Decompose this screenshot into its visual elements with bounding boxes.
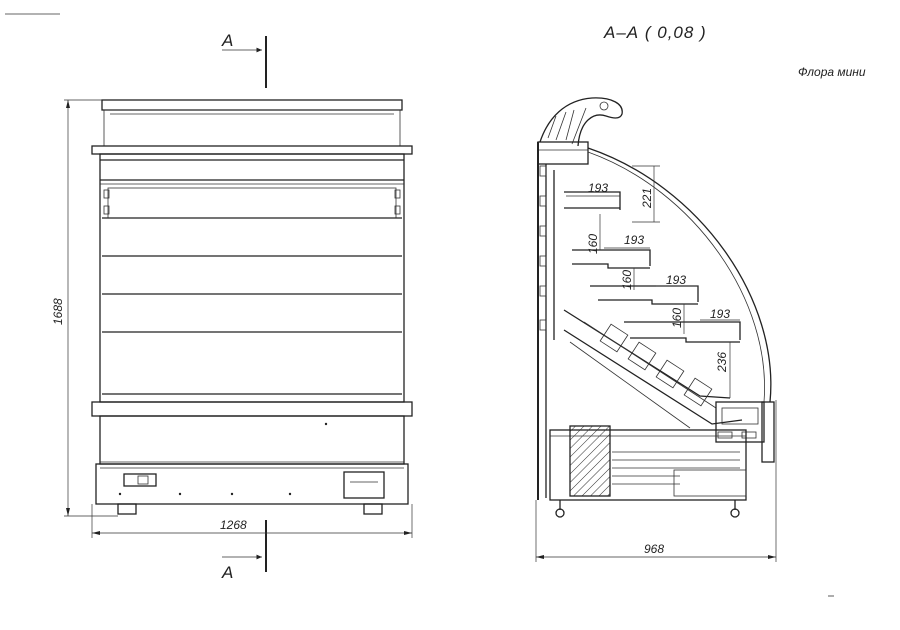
side-dimensions: 221 193 193 193 193 160 160 160 236 968 <box>535 165 777 562</box>
front-view <box>91 99 413 515</box>
top-gap-value: 221 <box>640 188 654 209</box>
compressor-block <box>569 425 611 497</box>
front-height-dimension: 1688 <box>51 99 118 517</box>
model-name: Флора мини <box>798 65 866 79</box>
front-height-value: 1688 <box>51 298 65 325</box>
section-marker-label-bottom: А <box>221 563 234 582</box>
shelf-spacing-2: 160 <box>620 270 634 290</box>
section-marker-label-top: А <box>221 31 234 50</box>
shelf-depth-2: 193 <box>624 233 644 247</box>
shelf-spacing-3: 160 <box>670 308 684 328</box>
section-title: А–А ( 0,08 ) <box>603 23 707 42</box>
section-marker-top: А <box>221 31 267 88</box>
front-width-dimension: 1268 <box>91 504 413 538</box>
front-width-value: 1268 <box>220 518 247 532</box>
shelf-spacing-1: 160 <box>586 234 600 254</box>
shelf-depth-4: 193 <box>710 307 730 321</box>
side-view <box>537 97 775 518</box>
side-depth-value: 968 <box>644 542 664 556</box>
shelf-depth-3: 193 <box>666 273 686 287</box>
section-marker-bottom: А <box>221 520 267 582</box>
shelf-depth-1: 193 <box>588 181 608 195</box>
bottom-shelf-value: 236 <box>715 352 729 373</box>
